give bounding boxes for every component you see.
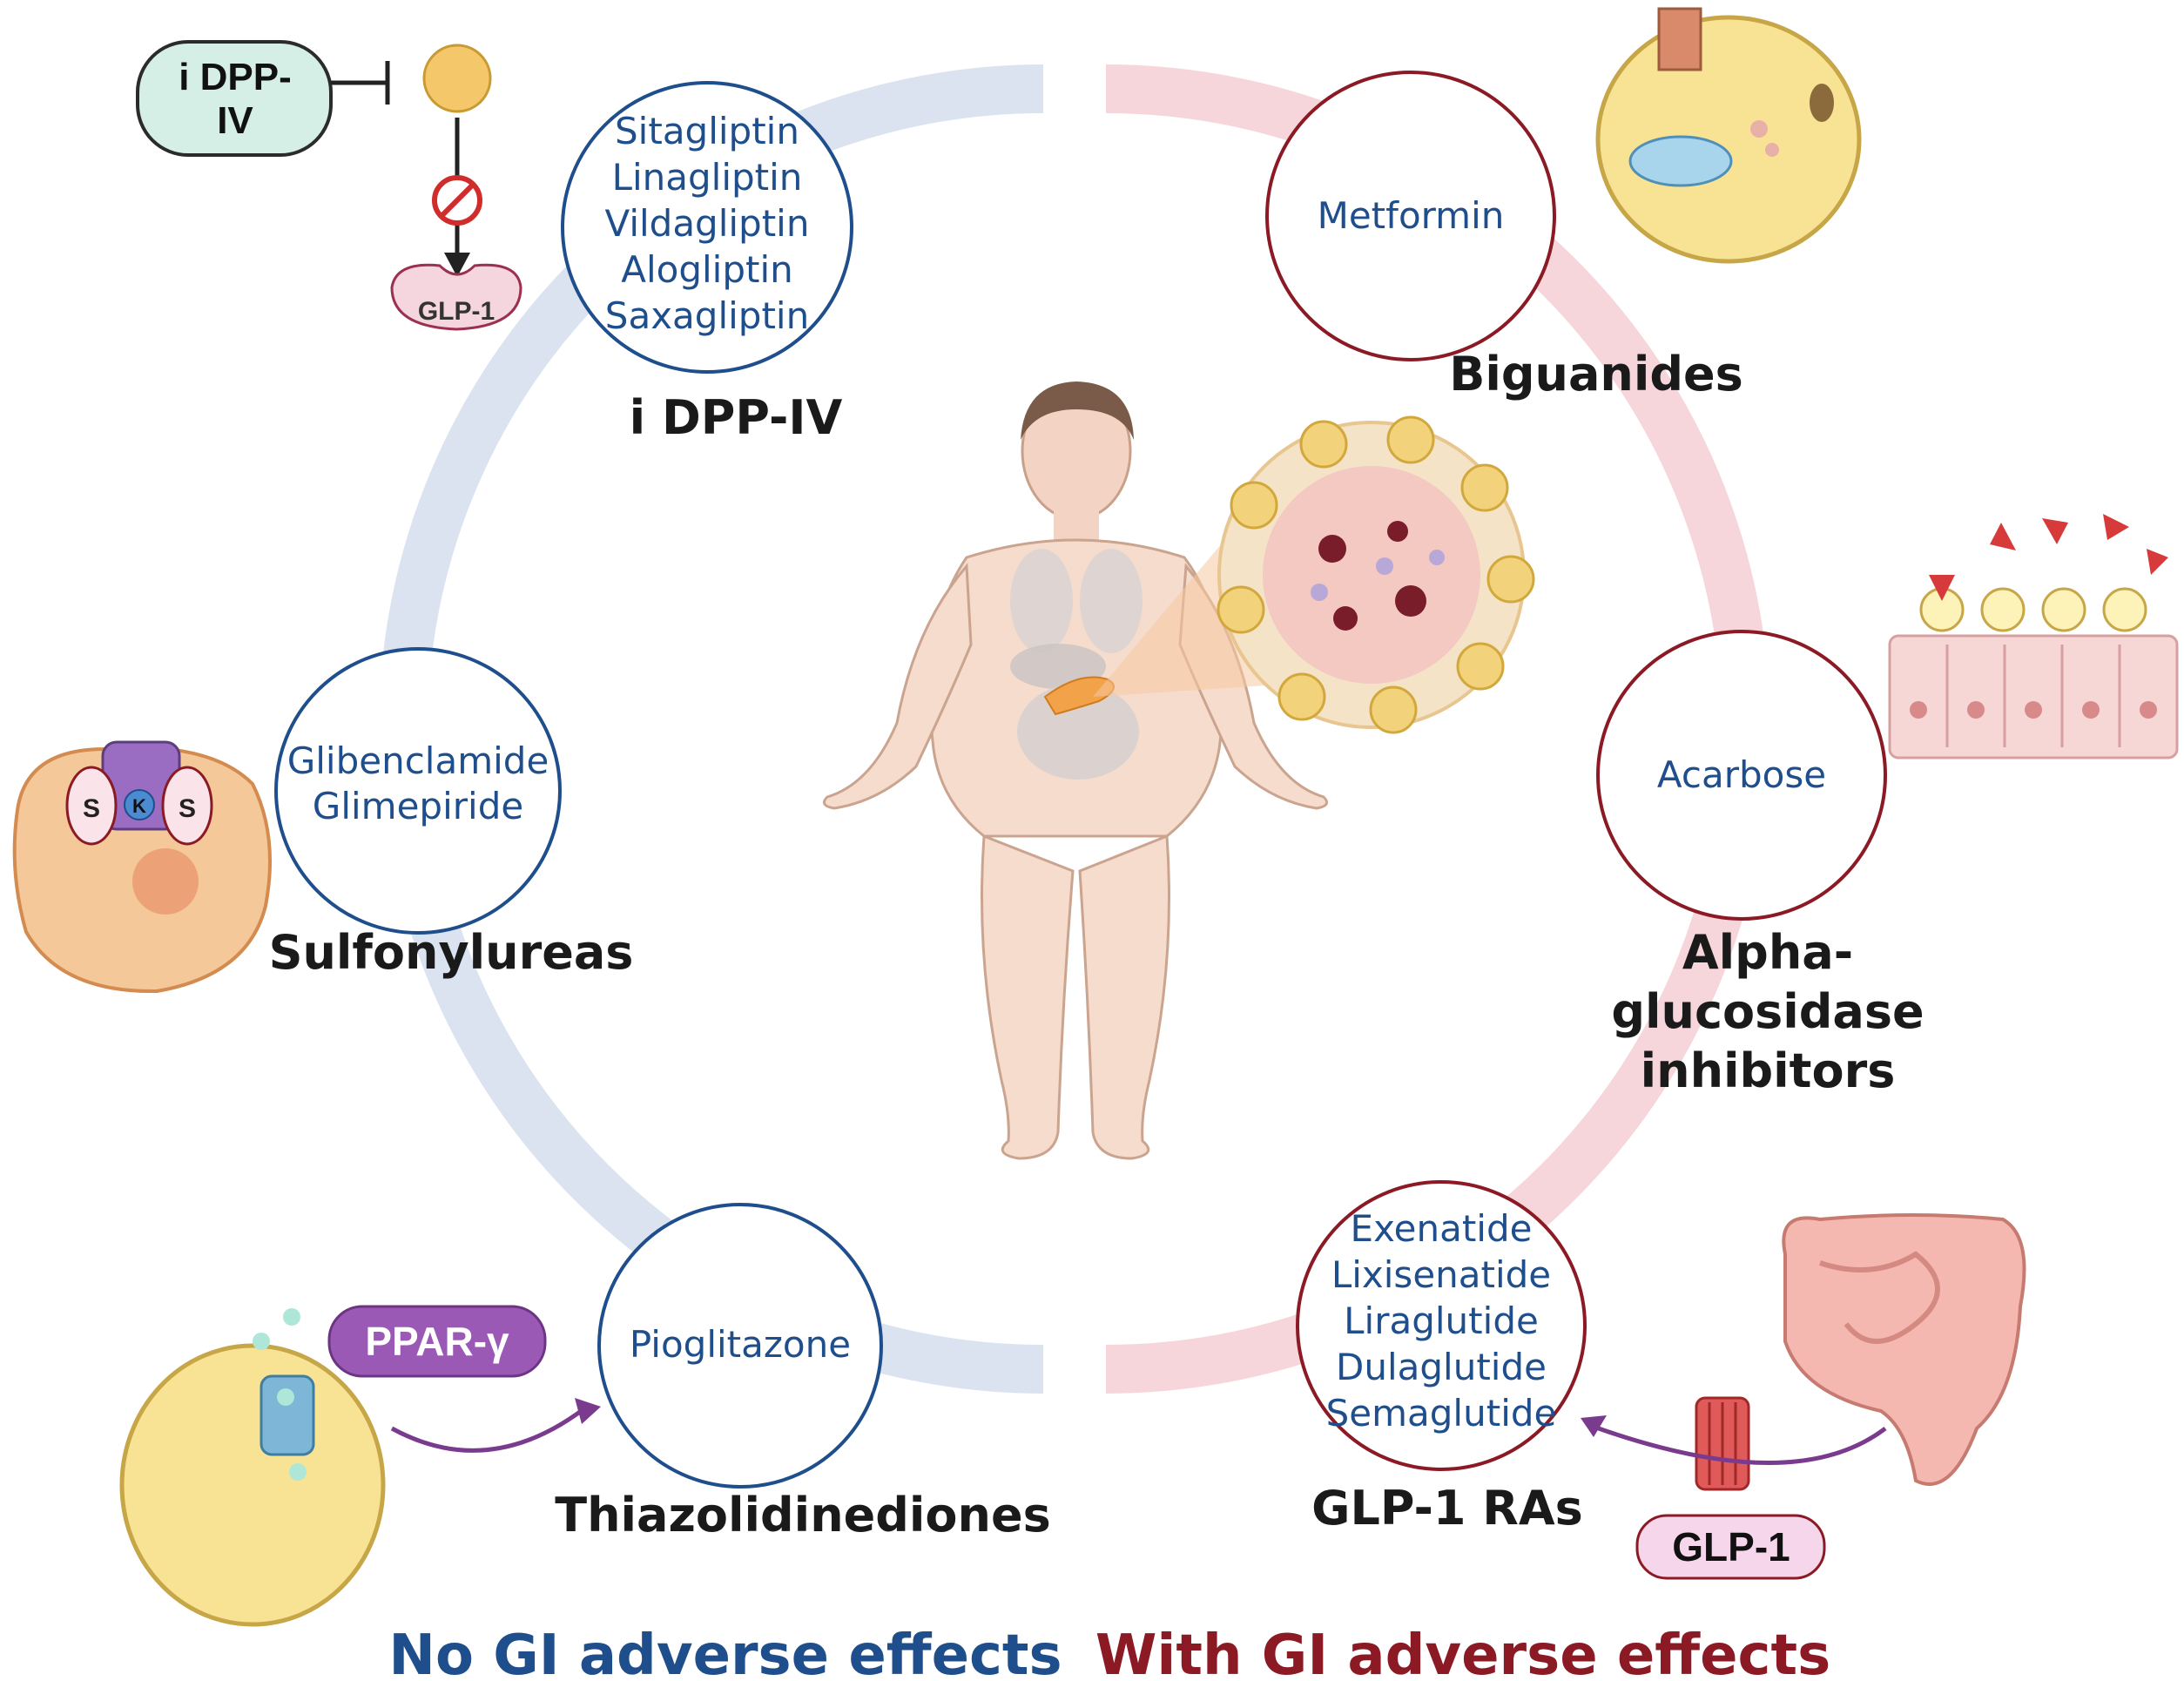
ppar-label: PPAR-γ	[365, 1319, 509, 1364]
mitochondrion-icon	[1628, 135, 1733, 187]
class-dpp4: i DPP-IV	[630, 390, 843, 445]
class-glp1-ras: GLP-1 RAs	[1311, 1481, 1583, 1536]
drug-saxagliptin: Saxagliptin	[605, 294, 809, 337]
ppar-badge: PPAR-γ	[327, 1305, 547, 1378]
sulfonylurea-drug-circle: Glibenclamide Glimepiride	[274, 647, 562, 935]
dpp4-mechanism: i DPP- IV GLP-1	[136, 40, 522, 331]
glp1-drug-circle: Exenatide Lixisenatide Liraglutide Dulag…	[1296, 1180, 1587, 1471]
dpp4-drug-circle: Sitagliptin Linagliptin Vildagliptin Alo…	[561, 81, 853, 374]
tzd-arrow	[390, 1407, 585, 1453]
drug-sitagliptin: Sitagliptin	[615, 110, 799, 152]
drug-glimepiride: Glimepiride	[313, 785, 523, 827]
glp1-target-icon	[390, 263, 522, 331]
kir-label: K	[132, 795, 146, 817]
drug-dulaglutide: Dulaglutide	[1336, 1346, 1547, 1388]
footer-no-gi: No GI adverse effects	[388, 1624, 1062, 1681]
drug-liraglutide: Liraglutide	[1344, 1300, 1539, 1342]
dpp4-badge-line1: i DPP-	[179, 56, 292, 98]
carbohydrate-icon	[1929, 575, 1955, 601]
drug-alogliptin: Alogliptin	[621, 248, 793, 291]
drug-glibenclamide: Glibenclamide	[287, 739, 549, 782]
pancreatic-islet-icon	[1217, 415, 1535, 734]
drug-lixisenatide: Lixisenatide	[1331, 1253, 1551, 1296]
class-alpha-line2: glucosidase	[1611, 984, 1924, 1039]
glp1-badge-label: GLP-1	[1672, 1524, 1790, 1570]
dpp4-badge	[136, 40, 333, 157]
biguanide-cell-icon	[1595, 7, 1862, 264]
sur-label-right: S	[179, 794, 196, 823]
glp1-target-label: GLP-1	[418, 297, 495, 326]
drug-linagliptin: Linagliptin	[612, 156, 803, 199]
drug-vildagliptin: Vildagliptin	[605, 202, 810, 245]
adipocyte-icon	[119, 1308, 386, 1627]
class-alpha-line1: Alpha-	[1682, 925, 1853, 980]
dpp4-enzyme-icon	[422, 44, 492, 113]
drug-metformin: Metformin	[1318, 194, 1505, 237]
drug-exenatide: Exenatide	[1351, 1207, 1533, 1250]
drug-acarbose: Acarbose	[1657, 753, 1826, 796]
intestine-icon	[1782, 1213, 2026, 1486]
drug-semaglutide: Semaglutide	[1326, 1392, 1557, 1435]
intestinal-epithelium-icon	[1888, 514, 2179, 759]
class-alpha-line3: inhibitors	[1641, 1043, 1896, 1098]
drug-pioglitazone: Pioglitazone	[630, 1323, 851, 1366]
metformin-drug-circle: Metformin	[1265, 71, 1556, 361]
sur-label-left: S	[83, 794, 100, 823]
class-biguanides: Biguanides	[1449, 347, 1743, 402]
gpcr-receptor-icon	[1695, 1396, 1750, 1491]
ppar-receptor-icon	[260, 1374, 315, 1456]
class-sulfonylureas: Sulfonylureas	[269, 925, 634, 980]
tzd-drug-circle: Pioglitazone	[597, 1203, 883, 1489]
footer-with-gi: With GI adverse effects	[1095, 1624, 1830, 1681]
glp1-arrow	[1593, 1424, 1887, 1465]
class-thiazolidinediones: Thiazolidinediones	[555, 1488, 1050, 1543]
beta-cell-icon: S K S	[12, 740, 272, 994]
acarbose-drug-circle: Acarbose	[1596, 630, 1887, 921]
glp1-hormone-badge: GLP-1	[1635, 1514, 1826, 1580]
dpp4-badge-line2: IV	[217, 99, 253, 142]
